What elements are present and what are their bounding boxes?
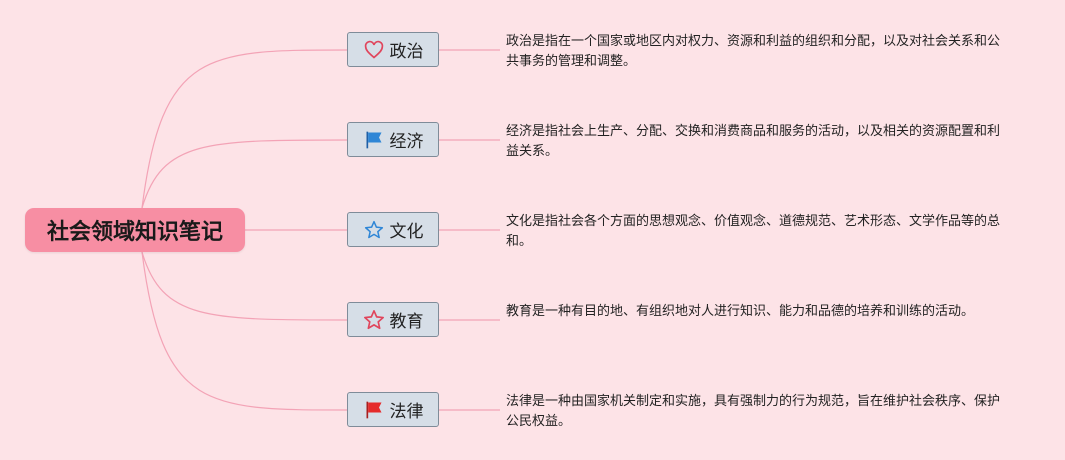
topic-description-politics: 政治是指在一个国家或地区内对权力、资源和利益的组织和分配，以及对社会关系和公共事… [506, 34, 1001, 69]
topic-description-culture: 文化是指社会各个方面的思想观念、价值观念、道德规范、艺术形态、文学作品等的总和。 [506, 214, 1001, 249]
topic-description-economy: 经济是指社会上生产、分配、交换和消费商品和服务的活动，以及相关的资源配置和利益关… [506, 124, 1001, 159]
star-outline-blue-icon [363, 219, 385, 241]
topic-label: 经济 [389, 132, 424, 152]
root-to-topic-connector [141, 139, 348, 209]
red-flag-icon [363, 399, 385, 421]
topic-label: 政治 [389, 42, 424, 62]
topic-label: 文化 [389, 222, 424, 242]
root-topic-label: 社会领域知识笔记 [46, 220, 223, 245]
topic-law[interactable]: 法律 [347, 392, 439, 427]
star-outline-red-icon [363, 309, 385, 331]
topic-description-education: 教育是一种有目的地、有组织地对人进行知识、能力和品德的培养和训练的活动。 [506, 304, 975, 319]
topic-education[interactable]: 教育 [347, 302, 439, 337]
topic-label: 法律 [389, 402, 424, 422]
root-to-topic-connector [141, 251, 348, 321]
root-to-topic-connector [141, 49, 348, 209]
root-topic[interactable]: 社会领域知识笔记 [25, 208, 245, 252]
root-to-topic-connector [141, 251, 348, 411]
topic-economy[interactable]: 经济 [347, 122, 439, 157]
topic-culture[interactable]: 文化 [347, 212, 439, 247]
blue-flag-icon [363, 129, 385, 151]
topic-politics[interactable]: 政治 [347, 32, 439, 67]
heart-icon [363, 39, 385, 61]
topic-description-law: 法律是一种由国家机关制定和实施，具有强制力的行为规范，旨在维护社会秩序、保护公民… [506, 394, 1001, 429]
topic-label: 教育 [389, 312, 424, 332]
